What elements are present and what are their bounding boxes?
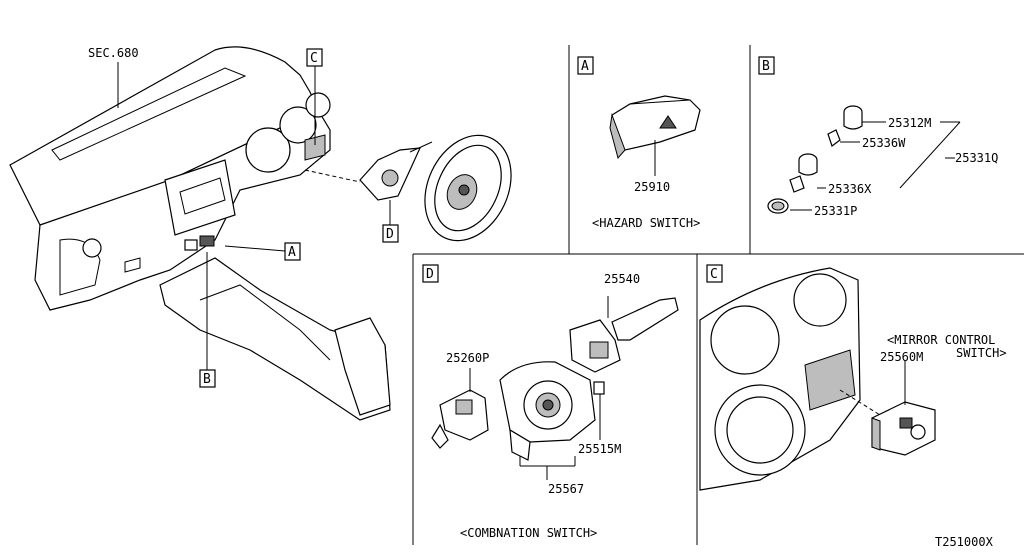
panel-d-part-1: 25540	[604, 272, 640, 286]
panel-b-part-4: 25336X	[828, 182, 872, 196]
panel-b-part-2: 25336W	[862, 136, 906, 150]
diagram-id: T251000X	[935, 535, 994, 549]
panel-b-part-3: 25331Q	[955, 151, 998, 165]
callout-b-main: B	[199, 252, 216, 388]
panel-a-caption: <HAZARD SWITCH>	[592, 216, 700, 230]
callout-c-main-text: C	[310, 51, 318, 66]
dashboard-illustration	[9, 46, 512, 421]
panel-d-letter: D	[426, 267, 434, 282]
panel-d-part-4: 25567	[548, 482, 584, 496]
panel-b-part-1: 25312M	[888, 116, 931, 130]
panel-b-letter: B	[762, 59, 770, 74]
panel-a: A 25910 <HAZARD SWITCH>	[577, 56, 701, 230]
panel-a-letter: A	[581, 59, 589, 74]
callout-a-main: A	[224, 242, 301, 261]
panel-c-part: 25560M	[880, 350, 923, 364]
panel-c-letter: C	[710, 267, 718, 282]
panel-d-part-3: 25515M	[578, 442, 621, 456]
sec-label: SEC.680	[88, 46, 139, 60]
callout-b-main-text: B	[203, 372, 211, 387]
panel-b-part-5: 25331P	[814, 204, 857, 218]
panel-borders	[412, 45, 1024, 545]
panel-c: C <MIRROR CONTROL SWITCH> 25560M	[699, 264, 1007, 491]
callout-d-main-text: D	[386, 227, 394, 242]
panel-a-part: 25910	[634, 180, 670, 194]
callout-c-main: C	[306, 48, 323, 145]
panel-c-caption-2: SWITCH>	[956, 346, 1007, 360]
panel-d-part-2: 25260P	[446, 351, 489, 365]
panel-b: B 25312M 25336W 25331Q 25336X 25331P	[758, 56, 998, 218]
callout-d-main: D	[382, 200, 399, 243]
panel-d: D 25540 25515M 25260P 25567 <COMBNATION …	[422, 264, 679, 540]
panel-c-caption-1: <MIRROR CONTROL	[887, 333, 995, 347]
callout-a-main-text: A	[288, 245, 296, 260]
panel-d-caption: <COMBNATION SWITCH>	[460, 526, 597, 540]
